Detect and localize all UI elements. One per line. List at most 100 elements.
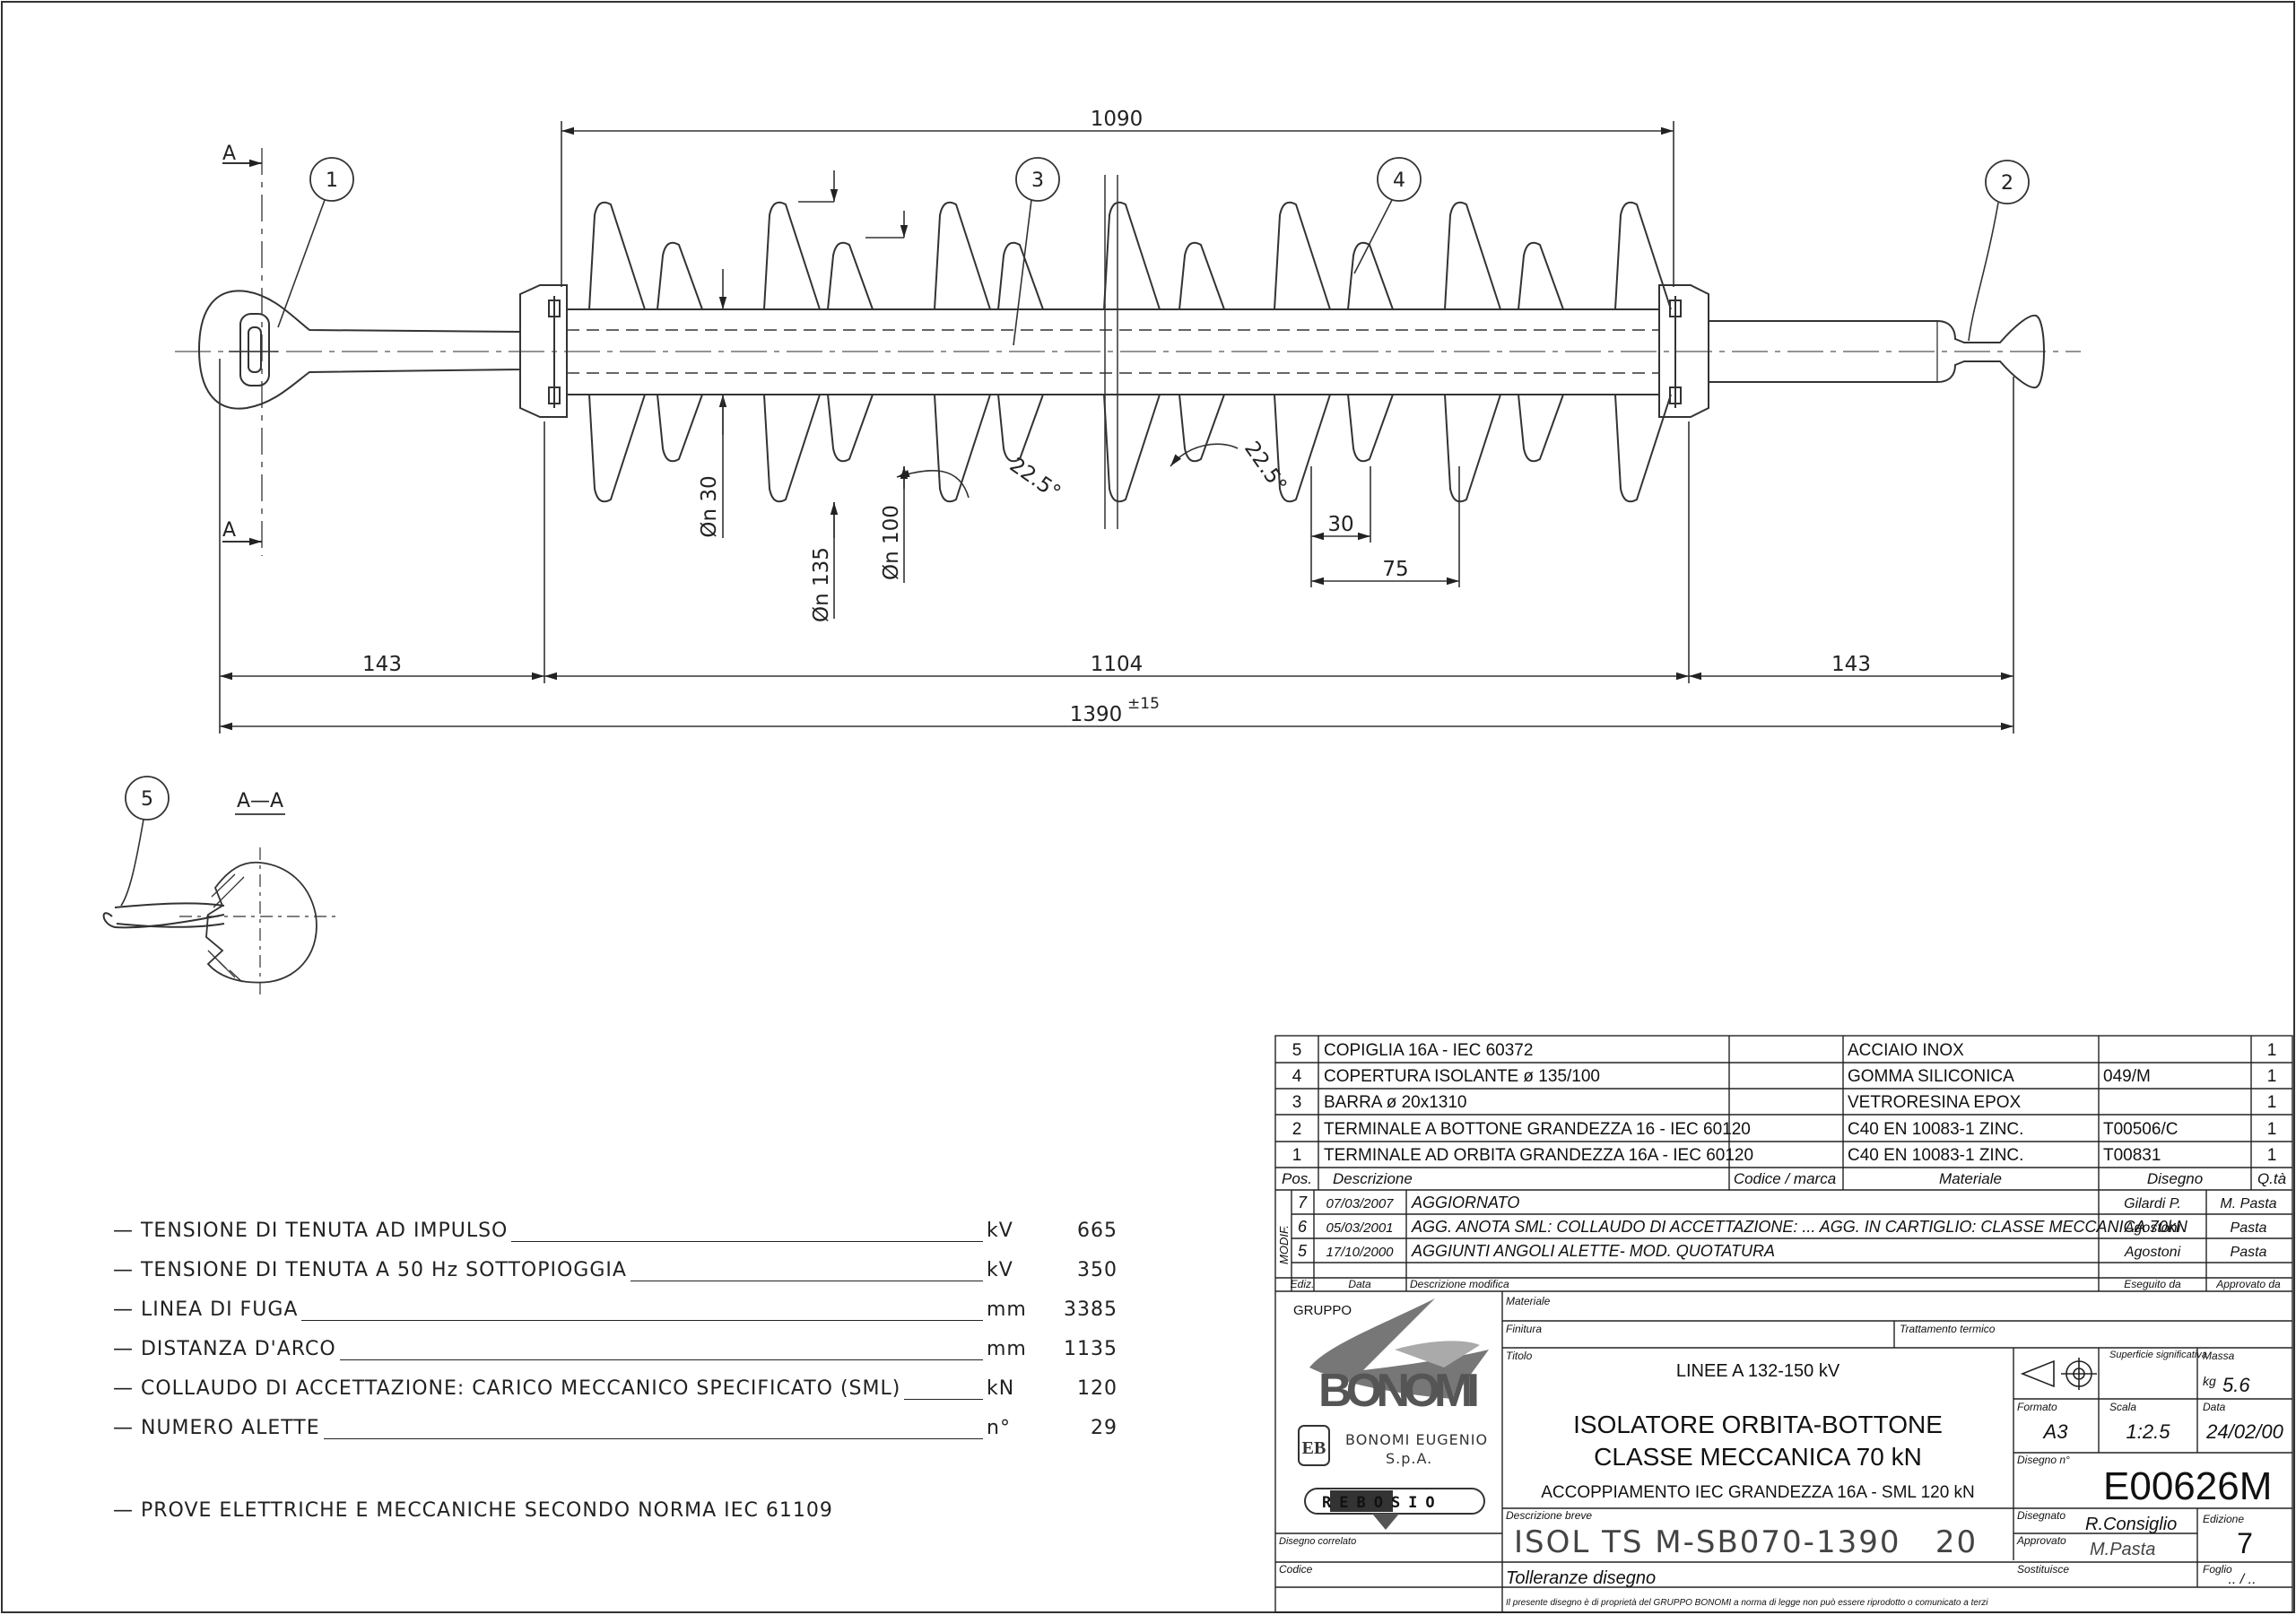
company-line-2: S.p.A. — [1386, 1450, 1432, 1467]
orbit-terminal — [197, 290, 521, 410]
spec-unit: kV — [987, 1220, 1013, 1242]
dim-total-tolerance: ±15 — [1127, 695, 1160, 713]
balloon-2: 2 — [2001, 172, 2013, 195]
dim-left-end: 143 — [362, 653, 402, 676]
bom-row-4-qty: 1 — [2267, 1067, 2277, 1086]
disegno-correlato-label: Disegno correlato — [1279, 1536, 1356, 1547]
bom-row-1-material: C40 EN 10083-1 ZINC. — [1848, 1146, 2023, 1165]
bom-row-2-pos: 2 — [1292, 1120, 1302, 1139]
bom-row-1-desc: TERMINALE AD ORBITA GRANDEZZA 16A - IEC … — [1324, 1146, 1753, 1165]
foglio-value: .. / .. — [2228, 1572, 2256, 1587]
revisions-side-label: MODIF. — [1277, 1225, 1291, 1264]
dim-right-end: 143 — [1831, 653, 1871, 676]
shed — [1614, 201, 1672, 503]
rebosio-wordmark: REBOSIO — [1322, 1494, 1443, 1512]
spec-leader — [301, 1320, 983, 1321]
titolo-line-3: ACCOPPIAMENTO IEC GRANDEZZA 16A - SML 12… — [1541, 1483, 1975, 1502]
bom-row-5-pos: 5 — [1292, 1041, 1302, 1060]
spec-unit: mm — [987, 1298, 1027, 1321]
section-mark-top: A — [222, 143, 236, 165]
bom-header-pos: Pos. — [1282, 1170, 1312, 1187]
spec-value: 3385 — [1064, 1298, 1118, 1321]
approvato-value: M.Pasta — [2090, 1540, 2155, 1559]
finitura-label: Finitura — [1506, 1323, 1542, 1335]
drawing-number: E00626M — [2103, 1464, 2272, 1508]
rev-header-desc: Descrizione modifica — [1410, 1278, 1509, 1290]
balloon-5: 5 — [141, 788, 153, 811]
dim-middle: 1104 — [1091, 653, 1144, 676]
approvato-label: Approvato — [2016, 1534, 2066, 1547]
shed — [1518, 241, 1564, 463]
section-mark-bottom: A — [222, 519, 236, 542]
balloon-4: 4 — [1393, 169, 1405, 192]
footer-notice: Il presente disegno è di proprietà del G… — [1506, 1598, 1988, 1608]
shed — [763, 201, 821, 503]
dim-big-shed-diameter: Øn 135 — [810, 547, 833, 622]
spec-unit: kN — [987, 1377, 1015, 1400]
foglio-label: Foglio — [2203, 1563, 2232, 1576]
insulator-sheds — [588, 201, 1672, 503]
balloon-1: 1 — [326, 169, 338, 192]
rev-6-by: Agostoni — [2124, 1220, 2181, 1236]
bom-header-desc: Descrizione — [1333, 1170, 1413, 1187]
data-label: Data — [2203, 1401, 2226, 1413]
shed — [1103, 201, 1161, 503]
bonomi-wordmark: BONOMI — [1318, 1365, 1480, 1417]
bom-row-1-qty: 1 — [2267, 1146, 2277, 1165]
shed — [934, 201, 991, 503]
spec-leader — [324, 1438, 983, 1439]
codice-label: Codice — [1279, 1563, 1313, 1576]
dim-shed-angle-left: 22.5° — [1005, 454, 1065, 505]
company-line-1: BONOMI EUGENIO — [1345, 1431, 1488, 1448]
shed — [1178, 241, 1225, 463]
insulator-elevation-view — [175, 175, 2081, 529]
norm-note: — PROVE ELETTRICHE E MECCANICHE SECONDO … — [113, 1499, 833, 1522]
rev-header-date: Data — [1348, 1278, 1371, 1290]
spec-value: 120 — [1077, 1377, 1118, 1400]
shed — [1274, 201, 1331, 503]
shed — [657, 241, 703, 463]
bom-header-qty: Q.tà — [2257, 1170, 2286, 1187]
bom-row-1-pos: 1 — [1292, 1146, 1302, 1165]
bom-row-5-qty: 1 — [2267, 1041, 2277, 1060]
tolleranze-label: Tolleranze disegno — [1506, 1568, 1656, 1588]
gruppo-label: GRUPPO — [1293, 1303, 1352, 1318]
rev-5-by: Agostoni — [2124, 1245, 2181, 1260]
spec-unit: mm — [987, 1338, 1027, 1360]
spec-leader — [511, 1241, 983, 1242]
bom-row-5-material: ACCIAIO INOX — [1848, 1041, 1964, 1060]
edizione-label: Edizione — [2203, 1513, 2244, 1525]
dim-small-shed-diameter: Øn 100 — [880, 505, 903, 580]
rev-7-ed: 7 — [1298, 1194, 1308, 1211]
spec-unit: n° — [987, 1417, 1011, 1439]
scala-label: Scala — [2109, 1401, 2136, 1413]
rev-6-appr: Pasta — [2231, 1220, 2267, 1236]
disegnato-value: R.Consiglio — [2085, 1515, 2177, 1534]
bom-row-5-desc: COPIGLIA 16A - IEC 60372 — [1324, 1041, 1533, 1060]
bom-header-code: Codice / marca — [1734, 1170, 1836, 1187]
bonomi-eugenio-mark: EB — [1298, 1425, 1330, 1466]
titolo-label: Titolo — [1506, 1350, 1533, 1362]
descrizione-breve-value: ISOL TS M-SB070-1390 20 — [1514, 1524, 1978, 1560]
bom-row-2-qty: 1 — [2267, 1120, 2277, 1139]
spec-row-wet-withstand: — TENSIONE DI TENUTA A 50 Hz SOTTOPIOGGI… — [113, 1254, 1118, 1293]
insulating-housing — [567, 175, 1659, 529]
bom-row-4-material: GOMMA SILICONICA — [1848, 1067, 2014, 1086]
spec-label: — TENSIONE DI TENUTA AD IMPULSO — [113, 1220, 509, 1242]
shed — [588, 201, 646, 503]
shed — [997, 241, 1044, 463]
spec-unit: kV — [987, 1259, 1013, 1281]
section-view-a-a — [102, 813, 336, 995]
bom-row-3-desc: BARRA ø 20x1310 — [1324, 1093, 1466, 1112]
bom-row-2-desc: TERMINALE A BOTTONE GRANDEZZA 16 - IEC 6… — [1324, 1120, 1751, 1139]
disegno-n-label: Disegno n° — [2017, 1454, 2070, 1466]
disegnato-label: Disegnato — [2017, 1509, 2066, 1522]
formato-value: A3 — [2042, 1420, 2069, 1443]
rev-7-desc: AGGIORNATO — [1411, 1194, 1519, 1211]
spec-row-shed-count: — NUMERO ALETTE n° 29 — [113, 1411, 1118, 1451]
right-end-fitting — [1658, 284, 1709, 418]
trattamento-label: Trattamento termico — [1900, 1323, 1996, 1335]
spec-row-impulse: — TENSIONE DI TENUTA AD IMPULSO kV 665 — [113, 1214, 1118, 1254]
